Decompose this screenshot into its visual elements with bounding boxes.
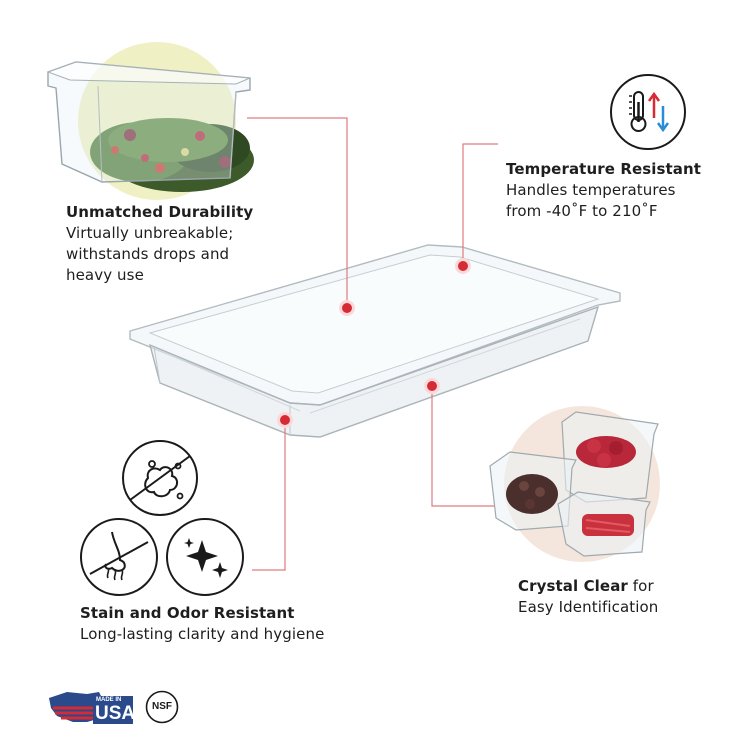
clear-line-2: Easy Identification	[518, 598, 659, 616]
berry-containers-image	[486, 402, 666, 562]
durability-line-1: Virtually unbreakable;	[66, 224, 234, 242]
no-stain-icon	[120, 438, 200, 518]
clear-title-rest: for	[627, 577, 654, 595]
durability-line-2: withstands drops and	[66, 245, 230, 263]
temperature-line-2: from -40˚F to 210˚F	[506, 202, 658, 220]
durability-line-3: heavy use	[66, 266, 144, 284]
clear-feature: Crystal Clear for Easy Identification	[518, 576, 658, 618]
nsf-badge: NSF	[145, 690, 179, 724]
durability-title: Unmatched Durability	[66, 203, 254, 221]
made-in-usa-badge: MADE IN USA	[47, 688, 135, 726]
nsf-label: NSF	[152, 701, 172, 712]
food-pan-image	[120, 235, 630, 445]
temperature-title: Temperature Resistant	[506, 160, 702, 178]
temperature-feature: Temperature Resistant Handles temperatur…	[506, 159, 701, 222]
sparkle-icon	[164, 516, 246, 598]
no-odor-icon	[78, 516, 160, 598]
temperature-line-1: Handles temperatures	[506, 181, 676, 199]
usa-label: USA	[95, 703, 136, 724]
stain-feature: Stain and Odor Resistant Long-lasting cl…	[80, 603, 324, 645]
durability-feature: Unmatched Durability Virtually unbreakab…	[66, 202, 253, 286]
clear-title: Crystal Clear	[518, 577, 628, 595]
salad-pan-image	[40, 40, 270, 200]
made-in-label: MADE IN	[96, 697, 122, 703]
stain-line-1: Long-lasting clarity and hygiene	[80, 625, 325, 643]
stain-title: Stain and Odor Resistant	[80, 604, 295, 622]
thermometer-icon	[608, 72, 688, 152]
